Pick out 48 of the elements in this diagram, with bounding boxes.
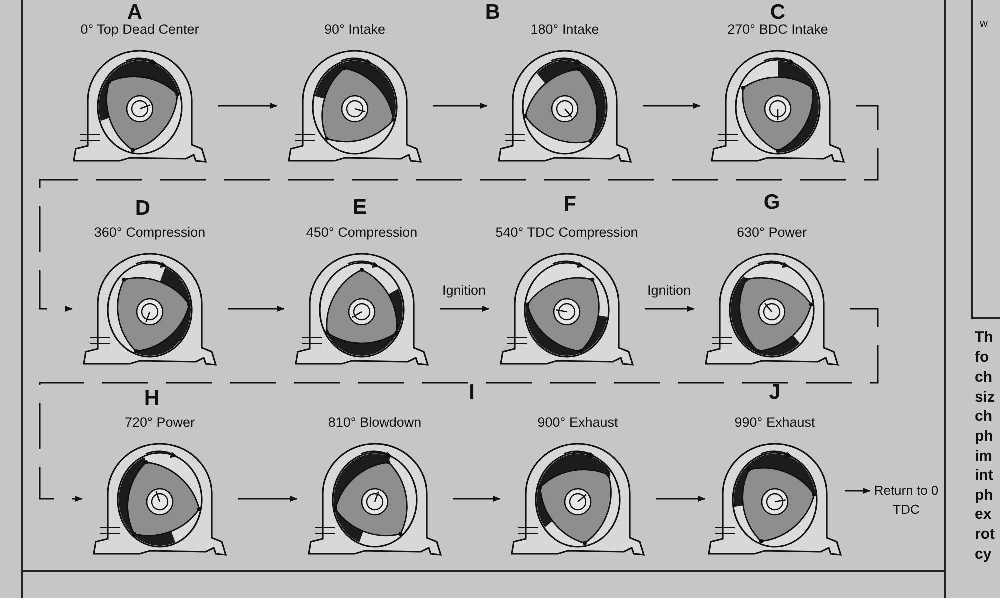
text-fragment: im bbox=[975, 447, 993, 467]
stage-heading: 900° Exhaust bbox=[536, 414, 620, 432]
text-fragment: rot bbox=[975, 525, 995, 545]
text-fragment: ph bbox=[975, 427, 994, 447]
arrow bbox=[433, 102, 488, 110]
text-fragment: Th bbox=[975, 328, 994, 348]
stage-heading: 810° Blowdown bbox=[327, 414, 423, 432]
stage-letter: J bbox=[768, 382, 782, 404]
stage-letter: G bbox=[762, 192, 782, 214]
arrow bbox=[845, 488, 871, 494]
text-fragment: ph bbox=[975, 486, 994, 506]
text-fragment: ch bbox=[975, 407, 993, 427]
arrow bbox=[643, 102, 701, 110]
edge-label: Ignition bbox=[442, 283, 486, 299]
arrow bbox=[238, 496, 298, 502]
arrow bbox=[656, 496, 706, 502]
edge-label: Ignition bbox=[648, 283, 692, 299]
stage-letter: E bbox=[352, 197, 368, 219]
note-text: Return to 0 TDC bbox=[873, 482, 940, 519]
stage-heading: 360° Compression bbox=[93, 224, 207, 242]
stage-heading: 450° Compression bbox=[305, 224, 419, 242]
arrow bbox=[218, 102, 278, 110]
stage-letter: H bbox=[143, 388, 161, 410]
stage-heading: 90° Intake bbox=[324, 21, 386, 39]
text-fragment: ch bbox=[975, 368, 993, 388]
stage-heading: 0° Top Dead Center bbox=[80, 21, 200, 39]
stage-letter: D bbox=[134, 198, 152, 220]
stage-heading: 180° Intake bbox=[530, 21, 600, 39]
stage-heading: 270° BDC Intake bbox=[726, 21, 830, 39]
arrow bbox=[645, 306, 695, 312]
stage-letter: F bbox=[562, 194, 578, 216]
stage-letter: A bbox=[126, 2, 144, 24]
text-fragment: w bbox=[980, 18, 988, 30]
arrow bbox=[453, 496, 501, 502]
stage-letter: C bbox=[769, 2, 787, 24]
text-fragment: siz bbox=[975, 388, 996, 408]
text-fragment: ex bbox=[975, 505, 992, 525]
text-fragment: cy bbox=[975, 545, 992, 565]
stage-letter: I bbox=[468, 382, 476, 404]
stage-letter: B bbox=[484, 2, 502, 24]
text-fragment: int bbox=[975, 466, 994, 486]
text-fragment: fo bbox=[975, 348, 990, 368]
stage-heading: 540° TDC Compression bbox=[494, 224, 640, 242]
stage-heading: 990° Exhaust bbox=[734, 414, 816, 432]
stage-heading: 720° Power bbox=[124, 414, 196, 432]
arrow bbox=[440, 306, 490, 312]
arrow bbox=[228, 306, 285, 312]
stage-heading: 630° Power bbox=[736, 224, 808, 242]
